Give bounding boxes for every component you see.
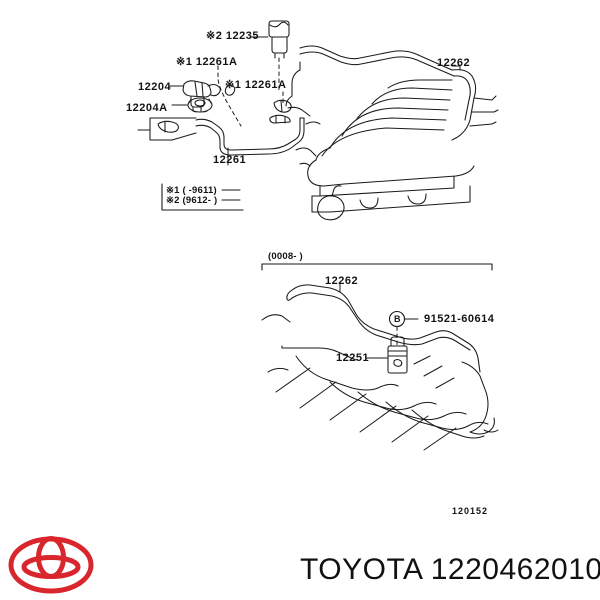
label-12262-upper: 12262 bbox=[437, 57, 471, 69]
diagram-reference-number: 120152 bbox=[452, 506, 489, 516]
toyota-logo bbox=[8, 536, 94, 594]
lower-engine-illustration bbox=[261, 314, 499, 451]
ventilation-hose-12261 bbox=[195, 117, 305, 156]
footer-part-text: TOYOTA 1220462010 bbox=[300, 553, 600, 586]
ventilation-hose-12262 bbox=[286, 284, 471, 351]
label-12261a-right: ※1 12261A bbox=[225, 79, 287, 91]
label-12204a: 12204A bbox=[126, 102, 168, 114]
note-line-2: ※2 (9612- ) bbox=[166, 195, 218, 206]
label-12262-lower: 12262 bbox=[325, 275, 359, 287]
oil-filler-cap-icon bbox=[268, 20, 290, 59]
engine-bracket-left bbox=[137, 117, 197, 141]
lower-range-note: (0008- ) bbox=[268, 251, 303, 262]
label-12261a-left: ※1 12261A bbox=[176, 56, 238, 68]
label-bolt-91521-60614: 91521-60614 bbox=[424, 313, 495, 325]
clip-right-icon bbox=[269, 99, 292, 124]
lower-range-bracket bbox=[261, 263, 493, 271]
label-12251: 12251 bbox=[336, 352, 370, 364]
label-12261: 12261 bbox=[213, 154, 247, 166]
note-line-1: ※1 ( -9611) bbox=[166, 185, 217, 196]
clip-left-icon bbox=[224, 84, 236, 96]
intake-manifold-illustration bbox=[285, 45, 499, 221]
label-12204: 12204 bbox=[138, 81, 172, 93]
pcv-valve-icon bbox=[182, 80, 221, 112]
hose-clamp-12251 bbox=[387, 336, 408, 374]
grommet-icon bbox=[187, 97, 213, 113]
callout-marker-letter: B bbox=[394, 314, 401, 324]
label-12235: ※2 12235 bbox=[206, 30, 259, 42]
